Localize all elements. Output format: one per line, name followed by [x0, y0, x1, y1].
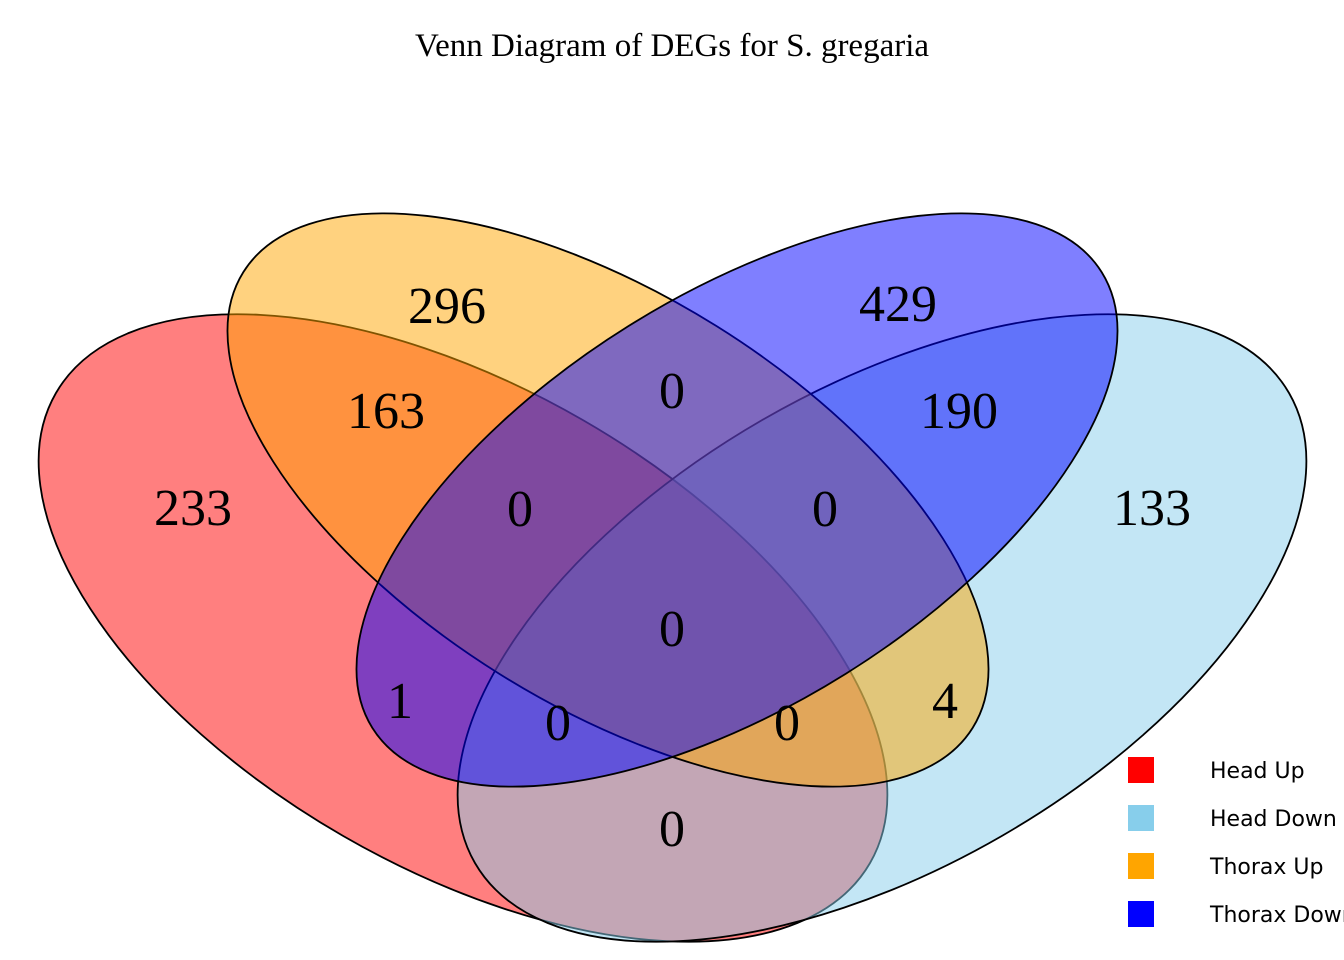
count-headup-thoraxup-headdown: 0 [774, 695, 800, 752]
count-headup-thoraxdown-headdown: 0 [545, 695, 571, 752]
count-headup-headdown: 0 [659, 801, 685, 858]
count-headup-thoraxup: 163 [347, 383, 425, 440]
count-head-down-only: 133 [1113, 480, 1191, 537]
count-thoraxup-thoraxdown-headdown: 0 [812, 481, 838, 538]
count-headup-thoraxdown: 1 [387, 673, 413, 730]
count-thoraxup-thoraxdown: 0 [659, 363, 685, 420]
chart-title: Venn Diagram of DEGs for S. gregaria [415, 28, 929, 64]
count-head-up-only: 233 [154, 480, 232, 537]
legend-label-head-down: Head Down [1210, 807, 1337, 832]
legend-swatch-thorax-up [1128, 853, 1154, 879]
legend: Head Up Head Down Thorax Up Thorax Down [1128, 757, 1344, 928]
count-thorax-up-only: 296 [408, 278, 486, 335]
legend-label-thorax-down: Thorax Down [1209, 903, 1344, 928]
count-all-four: 0 [659, 601, 685, 658]
ellipse-thorax-down [355, 212, 1119, 788]
count-thorax-down-only: 429 [859, 276, 937, 333]
legend-label-head-up: Head Up [1210, 759, 1305, 784]
region-counts: 233 296 429 133 163 0 190 0 0 0 1 4 0 0 … [154, 276, 1191, 858]
legend-swatch-head-down [1128, 805, 1154, 831]
legend-swatch-thorax-down [1128, 901, 1154, 927]
count-thoraxdown-headdown: 190 [920, 383, 998, 440]
venn-ellipses [37, 212, 1308, 943]
legend-label-thorax-up: Thorax Up [1209, 855, 1323, 880]
legend-swatch-head-up [1128, 757, 1154, 783]
count-headup-thoraxup-thoraxdown: 0 [507, 481, 533, 538]
count-thoraxup-headdown: 4 [932, 673, 958, 730]
